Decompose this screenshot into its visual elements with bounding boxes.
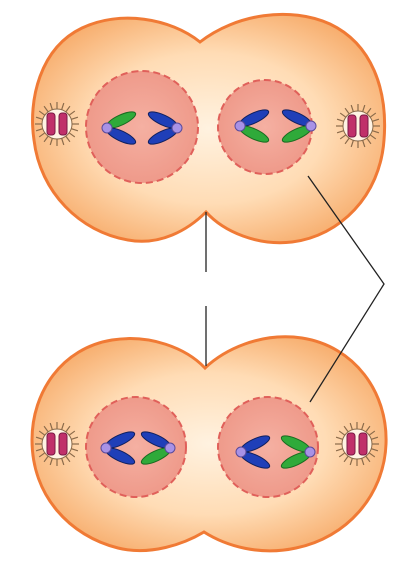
- leader-line-right: [307, 175, 385, 403]
- aster-ray: [43, 425, 49, 433]
- aster-ray: [350, 104, 354, 112]
- chromosome-pair-top-right-a: [234, 109, 270, 143]
- aster-ray: [38, 430, 46, 436]
- aster-ray: [61, 458, 65, 466]
- aster-ray: [35, 116, 43, 120]
- aster-ray: [372, 130, 380, 134]
- aster-ray: [365, 455, 371, 463]
- bottom-cell-membrane: [30, 335, 388, 553]
- aster-ray: [38, 452, 46, 458]
- aster-ray: [38, 132, 46, 138]
- aster-ray: [343, 455, 349, 463]
- aster-ray: [349, 458, 353, 466]
- aster-ray: [68, 452, 76, 458]
- aster-ray: [366, 107, 372, 115]
- aster-ray: [344, 137, 350, 145]
- aster-ray: [344, 107, 350, 115]
- top-right-centrosome: [336, 104, 380, 148]
- aster-ray: [339, 134, 347, 140]
- aster-ray: [338, 430, 346, 436]
- aster-ray: [368, 452, 376, 458]
- aster-ray: [336, 130, 344, 134]
- aster-ray: [369, 134, 377, 140]
- chromosome-pair-bottom-left-b: [140, 431, 176, 465]
- aster-ray: [361, 422, 365, 430]
- chromosome-pair-top-right-b: [281, 109, 317, 143]
- aster-ray: [68, 430, 76, 436]
- aster-ray: [61, 422, 65, 430]
- aster-ray: [61, 102, 65, 110]
- aster-ray: [49, 458, 53, 466]
- aster-ray: [68, 110, 76, 116]
- top-right-nucleus: [217, 79, 313, 175]
- chromosome-pair-bottom-right-b: [280, 435, 316, 469]
- aster-ray: [335, 448, 343, 452]
- aster-ray: [35, 128, 43, 132]
- aster-ray: [71, 448, 79, 452]
- chromosome-pair-bottom-left-a: [100, 431, 136, 465]
- top-left-nucleus: [85, 70, 199, 184]
- aster-ray: [339, 112, 347, 118]
- top-left-centrosome: [35, 102, 79, 146]
- aster-ray: [362, 104, 366, 112]
- bottom-right-nucleus: [217, 396, 319, 498]
- bottom-left-centrosome: [35, 422, 79, 466]
- aster-ray: [350, 140, 354, 148]
- aster-ray: [65, 455, 71, 463]
- top-cell-membrane: [31, 12, 387, 245]
- aster-ray: [369, 112, 377, 118]
- aster-ray: [71, 128, 79, 132]
- leader-lines: [205, 175, 385, 403]
- aster-ray: [372, 118, 380, 122]
- aster-ray: [49, 102, 53, 110]
- aster-ray: [71, 116, 79, 120]
- aster-ray: [43, 105, 49, 113]
- aster-ray: [336, 118, 344, 122]
- aster-ray: [65, 105, 71, 113]
- aster-ray: [68, 132, 76, 138]
- aster-ray: [366, 137, 372, 145]
- bottom-cell: [30, 335, 388, 553]
- aster-ray: [361, 458, 365, 466]
- aster-ray: [365, 425, 371, 433]
- bottom-right-centrosome: [335, 422, 379, 466]
- aster-ray: [61, 138, 65, 146]
- aster-ray: [343, 425, 349, 433]
- chromosome-pair-top-left-b: [147, 111, 183, 145]
- aster-ray: [371, 436, 379, 440]
- bottom-left-nucleus: [85, 396, 187, 498]
- aster-ray: [338, 452, 346, 458]
- aster-ray: [35, 448, 43, 452]
- aster-ray: [335, 436, 343, 440]
- aster-ray: [362, 140, 366, 148]
- chromosome-pair-top-left-a: [101, 111, 137, 145]
- aster-ray: [35, 436, 43, 440]
- aster-ray: [71, 436, 79, 440]
- aster-ray: [65, 425, 71, 433]
- aster-ray: [49, 422, 53, 430]
- top-cell: [31, 12, 387, 245]
- aster-ray: [65, 135, 71, 143]
- aster-ray: [349, 422, 353, 430]
- aster-ray: [371, 448, 379, 452]
- chromosome-pair-bottom-right-a: [235, 435, 271, 469]
- aster-ray: [38, 110, 46, 116]
- aster-ray: [49, 138, 53, 146]
- aster-ray: [43, 455, 49, 463]
- aster-ray: [43, 135, 49, 143]
- aster-ray: [368, 430, 376, 436]
